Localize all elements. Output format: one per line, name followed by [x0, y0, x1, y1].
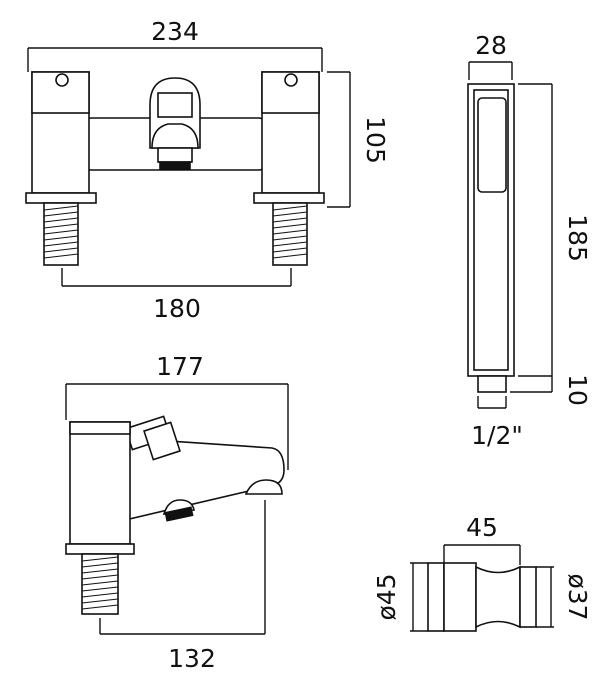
front-left-base	[25, 192, 97, 204]
bracket-waist	[475, 565, 521, 629]
front-outlet-thread	[159, 161, 191, 170]
front-left-shank	[43, 202, 79, 266]
side-spout-tip	[244, 479, 283, 495]
front-left-cap	[55, 73, 69, 87]
bracket-dia-right-label: ø37	[563, 573, 592, 620]
side-shank-thread-lines	[81, 556, 119, 610]
handset-view: 28 185 10 1/2"	[467, 31, 592, 450]
front-diverter-knob	[157, 92, 193, 118]
side-depth-label: 177	[156, 352, 204, 381]
front-right-base	[253, 192, 325, 204]
bracket-collar	[443, 562, 477, 632]
front-diverter-cradle	[151, 123, 199, 149]
bracket-view: 45 ø45 ø37	[372, 513, 592, 632]
front-center-label: 180	[153, 294, 201, 323]
side-view: 177 132	[65, 352, 289, 673]
side-handle-top	[69, 421, 131, 435]
front-view: 234 105	[25, 17, 390, 323]
side-diverter-knob	[143, 421, 181, 461]
handset-width-label: 28	[475, 31, 507, 60]
bracket-length-label: 45	[466, 513, 498, 542]
handset-face	[477, 97, 507, 193]
handset-thread-label: 1/2"	[471, 421, 523, 450]
handset-length-label: 185	[563, 214, 592, 262]
front-height-label: 105	[361, 116, 390, 164]
side-spout	[124, 437, 285, 522]
front-outlet	[157, 147, 193, 163]
front-width-label: 234	[151, 17, 199, 46]
bracket-plate-left	[427, 562, 445, 632]
bracket-dia-left-label: ø45	[372, 573, 401, 620]
side-handle	[69, 421, 131, 545]
bracket-plate-right	[519, 566, 537, 628]
handset-connector	[477, 375, 507, 393]
handset-connector-label: 10	[563, 374, 592, 406]
front-shank-thread-lines	[43, 205, 308, 259]
side-spout-label: 132	[168, 644, 216, 673]
front-right-cap	[284, 73, 298, 87]
side-base	[65, 543, 135, 555]
side-outlet-thread	[164, 506, 194, 522]
